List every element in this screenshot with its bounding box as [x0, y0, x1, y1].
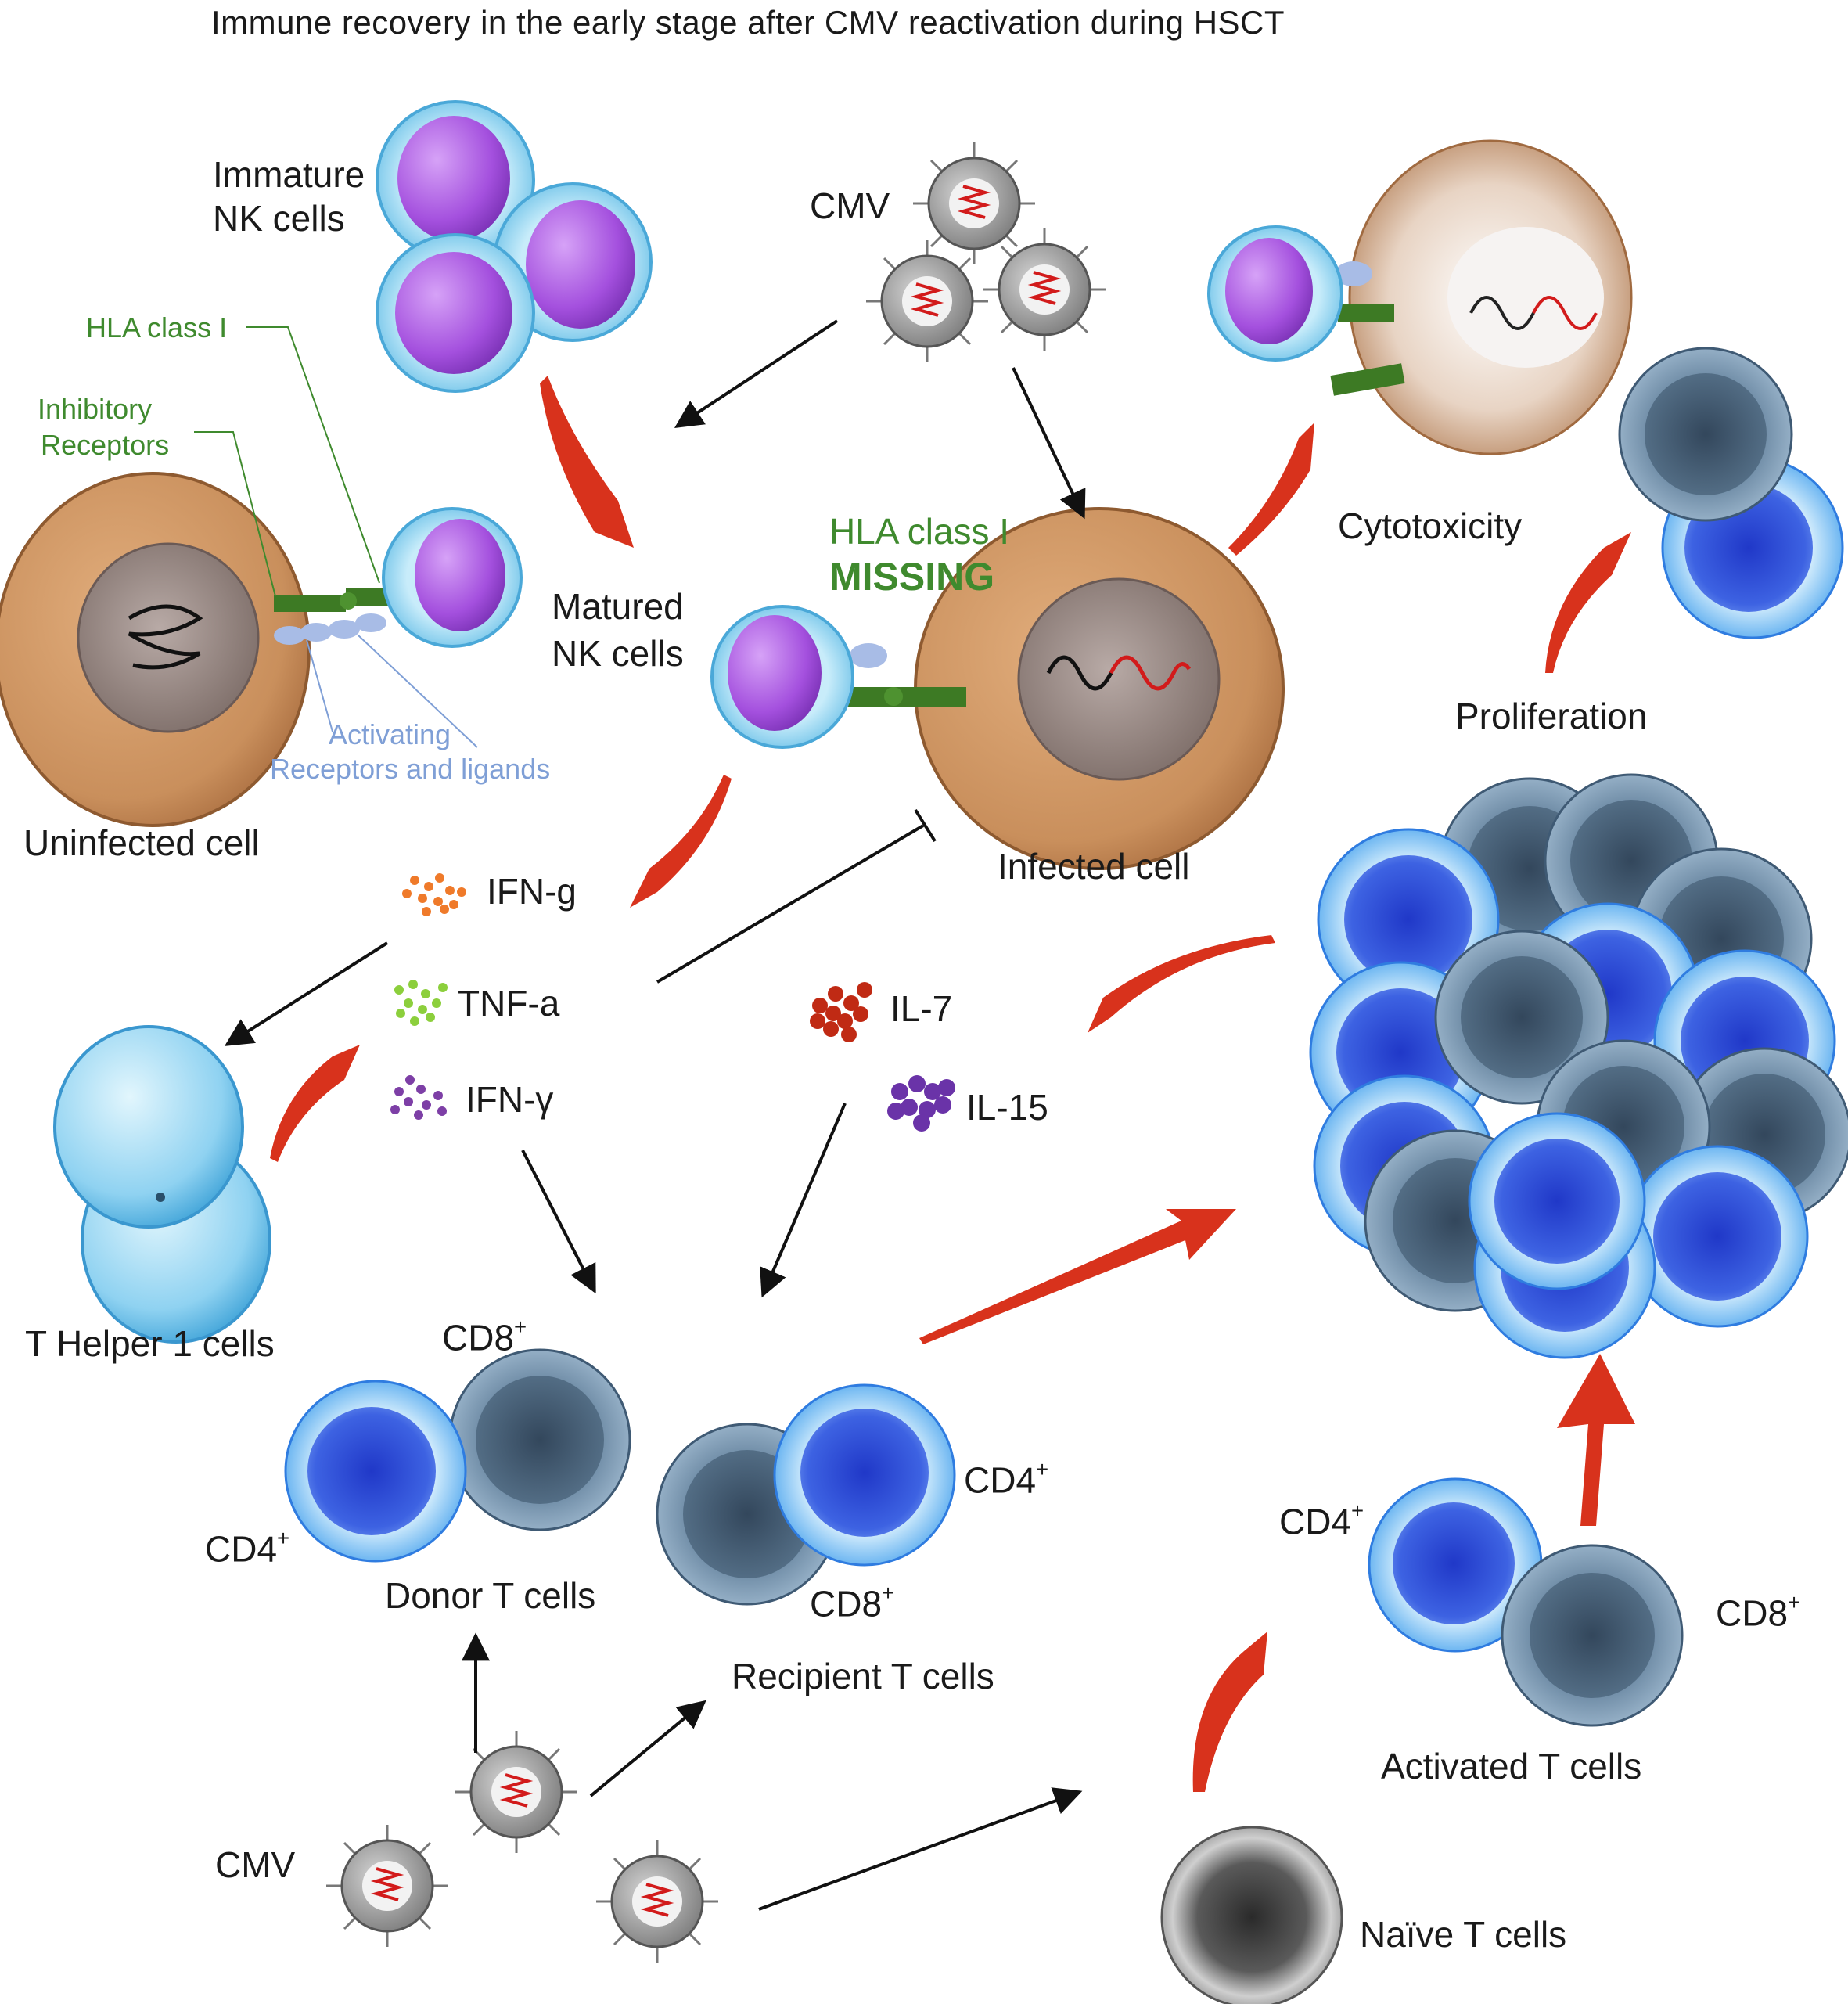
- activated-t-cells: [1368, 1477, 1684, 1727]
- diagram-title: Immune recovery in the early stage after…: [211, 4, 1285, 41]
- matured-nk-label-line1: Matured: [552, 586, 684, 627]
- ifn-gamma-dots: [390, 1075, 447, 1120]
- recipient-t-cells-label: Recipient T cells: [732, 1656, 994, 1696]
- infected-cell: [914, 507, 1285, 870]
- matured-nk-cell: [710, 605, 966, 749]
- donor-t-cells: [284, 1348, 631, 1563]
- dying-infected-cell: [1348, 139, 1633, 455]
- activating-label-line2: Receptors and ligands: [270, 753, 551, 785]
- leader-lines: [194, 326, 478, 748]
- matured-nk-label-line2: NK cells: [552, 633, 684, 674]
- cmv-bottom-label: CMV: [215, 1844, 296, 1885]
- donor-cd4-label: CD4+: [205, 1526, 289, 1570]
- cytotoxicity-label: Cytotoxicity: [1338, 505, 1523, 546]
- donor-t-cells-label: Donor T cells: [385, 1575, 596, 1616]
- naive-t-cell: [1160, 1826, 1343, 2004]
- inhibitory-label-line1: Inhibitory: [38, 393, 153, 425]
- activated-t-cells-label: Activated T cells: [1381, 1746, 1642, 1786]
- activated-cd4-text: CD4: [1279, 1501, 1352, 1542]
- hla-missing-label-line2: MISSING: [829, 555, 995, 599]
- activating-label-line1: Activating: [329, 718, 451, 750]
- donor-cd4-text: CD4: [205, 1528, 278, 1570]
- cmv-virus-cluster-top: [866, 142, 1106, 362]
- activated-cd8-plus: +: [1788, 1590, 1801, 1614]
- immature-nk-label-line1: Immature: [213, 154, 365, 195]
- il-7-label: IL-7: [890, 988, 953, 1029]
- ifn-g-label: IFN-g: [487, 871, 577, 912]
- donor-cd8-text: CD8: [442, 1317, 515, 1358]
- recipient-cd8-text: CD8: [810, 1583, 883, 1624]
- red-arrows: [270, 376, 1635, 1792]
- black-arrows: [224, 319, 1086, 1911]
- cytotoxic-nk-cell: [1207, 225, 1405, 396]
- tnf-a-label: TNF-a: [458, 983, 560, 1024]
- il-7-dots: [810, 982, 872, 1042]
- immature-nk-label-line2: NK cells: [213, 198, 345, 239]
- t-helper-1-cells: [53, 1025, 271, 1344]
- uninfected-cell: [0, 472, 311, 827]
- tnf-a-dots: [394, 980, 448, 1026]
- hla-missing-label-line1: HLA class I: [829, 511, 1010, 552]
- recipient-cd4-text: CD4: [964, 1459, 1037, 1501]
- hla-class-i-receptor-pair: [274, 588, 393, 612]
- recipient-cd4-label: CD4+: [964, 1457, 1048, 1502]
- donor-cd8-label: CD8+: [442, 1315, 527, 1359]
- inhibitory-label-line2: Receptors: [41, 429, 170, 461]
- cmv-virus-cluster-bottom: [326, 1731, 718, 1963]
- activated-cd8-label: CD8+: [1716, 1590, 1800, 1635]
- ifn-g-dots: [402, 873, 466, 916]
- t-helper-1-label: T Helper 1 cells: [25, 1323, 275, 1364]
- proliferation-label: Proliferation: [1455, 696, 1648, 736]
- activating-receptor-ligand-pair: [274, 613, 386, 645]
- recipient-t-cells: [656, 1383, 956, 1606]
- activated-cd4-label: CD4+: [1279, 1499, 1364, 1543]
- activated-cd4-plus: +: [1351, 1499, 1364, 1523]
- infected-cell-label: Infected cell: [998, 846, 1190, 887]
- nk-cell-on-uninfected: [382, 507, 523, 648]
- activated-cd8-text: CD8: [1716, 1592, 1789, 1634]
- il-15-dots: [887, 1075, 955, 1132]
- proliferating-t-cell-cluster: [1309, 773, 1848, 1359]
- ifn-gamma-label: IFN-γ: [466, 1079, 554, 1120]
- il-15-label: IL-15: [966, 1087, 1048, 1128]
- cytotoxic-t-cells: [1618, 347, 1844, 639]
- uninfected-cell-label: Uninfected cell: [23, 822, 260, 863]
- recipient-cd4-plus: +: [1036, 1457, 1049, 1481]
- naive-t-cells-label: Naïve T cells: [1360, 1914, 1567, 1955]
- cmv-top-label: CMV: [810, 185, 890, 226]
- recipient-cd8-label: CD8+: [810, 1581, 894, 1625]
- donor-cd8-plus: +: [514, 1315, 527, 1339]
- donor-cd4-plus: +: [277, 1526, 290, 1550]
- hla-class-i-label: HLA class I: [86, 311, 228, 344]
- recipient-cd8-plus: +: [882, 1581, 895, 1605]
- immature-nk-cells: [376, 100, 653, 393]
